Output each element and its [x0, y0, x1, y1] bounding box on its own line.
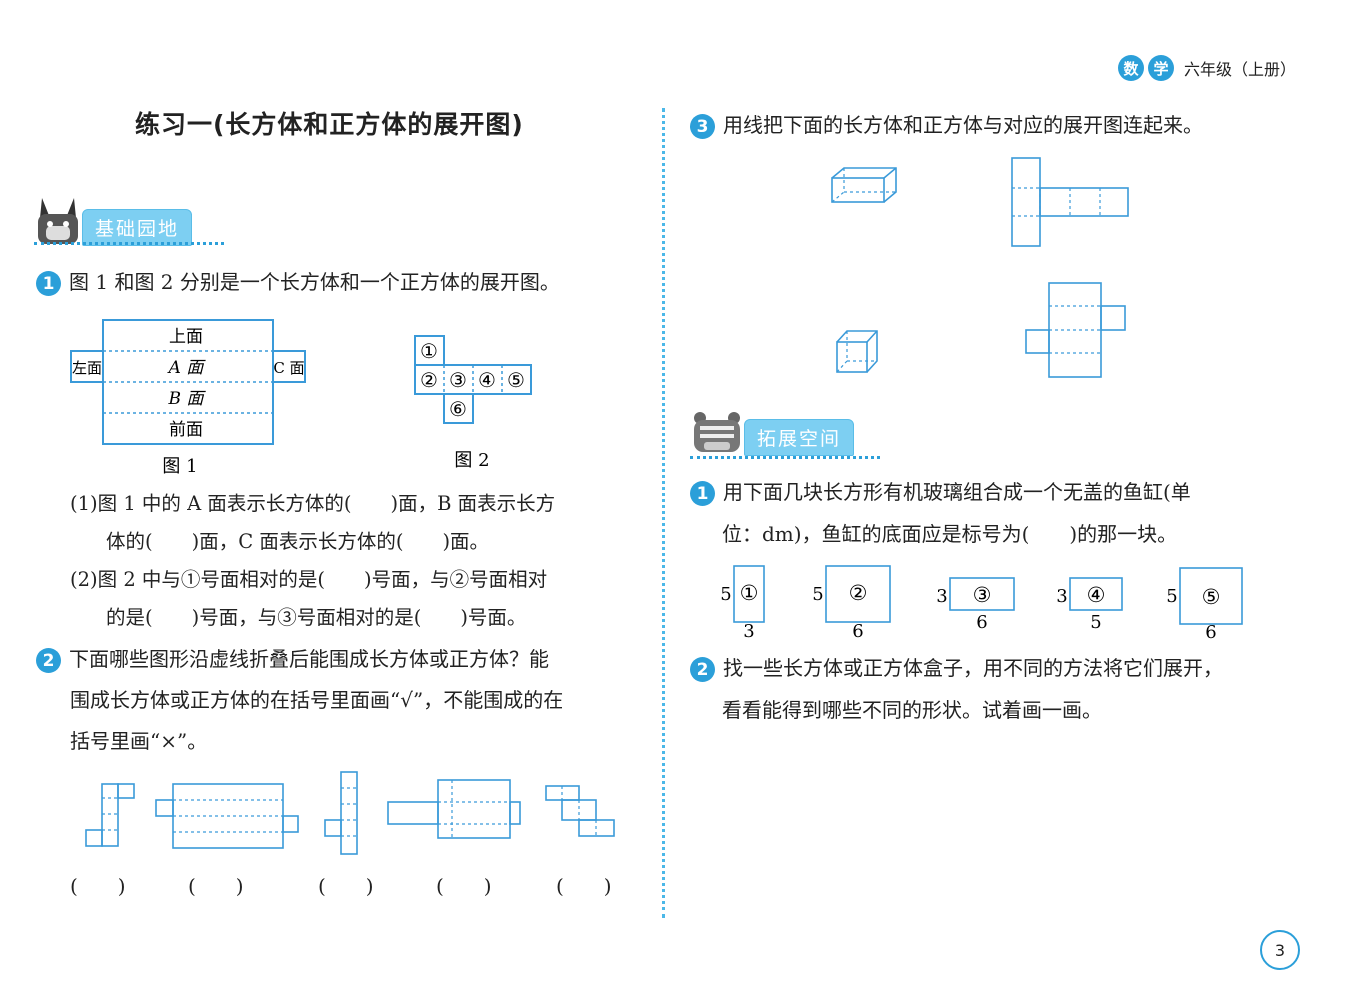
section-label-extend: 拓展空间 [744, 419, 855, 456]
face-c-label: C 面 [273, 359, 304, 377]
piece-3-height: 3 [936, 586, 947, 607]
extend-question-2: 2 找一些长方体或正方体盒子，用不同的方法将它们展开， [690, 648, 1223, 688]
piece-4-height: 3 [1056, 586, 1067, 607]
answer-paren-1[interactable]: ( ) [70, 874, 126, 898]
grade-label: 六年级（上册） [1183, 60, 1296, 79]
question-number: 2 [36, 648, 61, 673]
answer-paren-5[interactable]: ( ) [556, 874, 612, 898]
banner-dots [690, 456, 880, 459]
cube-face-2: ② [420, 368, 438, 392]
face-top-label: 上面 [169, 327, 203, 347]
piece-2-label: ② [849, 581, 868, 605]
piece-5-height: 5 [1166, 586, 1177, 607]
piece-3-label: ③ [973, 583, 992, 607]
question-2-line2: 围成长方体或正方体的在括号里面画“√”，不能围成的在 [70, 688, 564, 712]
cube-face-6: ⑥ [449, 397, 467, 421]
piece-1-height: 5 [720, 584, 731, 605]
section-banner-basic: 基础园地 [34, 196, 224, 246]
glass-pieces: ① 5 3 ② 5 6 ③ 3 6 ④ 3 5 ⑤ 5 6 [720, 565, 1243, 643]
page-title: 练习一(长方体和正方体的展开图) [135, 110, 524, 139]
column-divider [662, 108, 665, 918]
question-3: 3 用线把下面的长方体和正方体与对应的展开图连起来。 [690, 105, 1203, 145]
question-2: 2 下面哪些图形沿虚线折叠后能围成长方体或正方体？能 [36, 639, 549, 679]
extend-question-2-line2: 看看能得到哪些不同的形状。试着画一画。 [722, 698, 1102, 722]
figure-2-caption: 图 2 [454, 450, 489, 471]
question-number: 3 [690, 114, 715, 139]
question-2-line3: 括号里画“×”。 [70, 729, 208, 753]
face-b-label: B 面 [168, 389, 207, 409]
figure-2-cube-net: ① ② ③ ④ ⑤ ⑥ 图 2 [414, 335, 532, 471]
subject-char-2: 学 [1147, 55, 1174, 81]
section-label-basic: 基础园地 [82, 209, 193, 246]
banner-dots [34, 242, 224, 245]
figure-1-caption: 图 1 [162, 456, 197, 477]
question-number: 1 [36, 271, 61, 296]
piece-1-label: ① [740, 581, 759, 605]
face-left-label: 左面 [72, 359, 102, 377]
zebra-mascot-icon [694, 412, 740, 452]
rabbit-mascot-icon [38, 198, 78, 244]
extend-question-1: 1 用下面几块长方形有机玻璃组合成一个无盖的鱼缸(单 [690, 472, 1191, 512]
piece-2-height: 5 [812, 584, 823, 605]
page-number: 3 [1260, 930, 1300, 970]
piece-1-width: 3 [743, 621, 754, 642]
piece-5-label: ⑤ [1202, 585, 1221, 609]
piece-2-width: 6 [852, 621, 863, 642]
piece-4-width: 5 [1090, 612, 1101, 633]
answer-paren-2[interactable]: ( ) [188, 874, 244, 898]
q1-sub1-line2: 体的( )面，C 面表示长方体的( )面。 [106, 530, 490, 553]
question-1-text: 图 1 和图 2 分别是一个长方体和一个正方体的展开图。 [69, 270, 560, 294]
figure-1-cuboid-net: 上面 左面 A 面 C 面 B 面 前面 图 1 [70, 319, 306, 477]
cube-face-4: ④ [478, 368, 496, 392]
q3-figures [831, 157, 1129, 378]
extend-question-1-line2: 位：dm)，鱼缸的底面应是标号为( )的那一块。 [722, 522, 1178, 546]
q1-sub2-line2: 的是( )号面，与③号面相对的是( )号面。 [106, 606, 527, 629]
answer-paren-3[interactable]: ( ) [318, 874, 374, 898]
question-3-text: 用线把下面的长方体和正方体与对应的展开图连起来。 [723, 113, 1203, 137]
question-number: 2 [690, 657, 715, 682]
subject-char-1: 数 [1117, 55, 1144, 81]
extend-question-2-line1: 找一些长方体或正方体盒子，用不同的方法将它们展开， [723, 656, 1223, 680]
q1-sub1-line1: (1)图 1 中的 A 面表示长方体的( )面，B 面表示长方 [70, 492, 556, 515]
q2-nets-row [85, 771, 615, 855]
q1-sub2-line1: (2)图 2 中与①号面相对的是( )号面，与②号面相对 [70, 568, 548, 591]
cube-face-5: ⑤ [507, 368, 525, 392]
face-front-label: 前面 [169, 420, 203, 440]
header-subject-tag: 数 学 六年级（上册） [1117, 55, 1296, 81]
question-1: 1 图 1 和图 2 分别是一个长方体和一个正方体的展开图。 [36, 262, 560, 302]
question-number: 1 [690, 481, 715, 506]
piece-3-width: 6 [976, 612, 987, 633]
face-a-label: A 面 [167, 358, 207, 378]
piece-4-label: ④ [1087, 583, 1106, 607]
extend-question-1-line1: 用下面几块长方形有机玻璃组合成一个无盖的鱼缸(单 [723, 480, 1191, 504]
cube-face-3: ③ [449, 368, 467, 392]
cube-face-1: ① [420, 339, 438, 363]
section-banner-extend: 拓展空间 [690, 410, 880, 459]
piece-5-width: 6 [1205, 622, 1216, 643]
question-2-line1: 下面哪些图形沿虚线折叠后能围成长方体或正方体？能 [69, 647, 549, 671]
answer-paren-4[interactable]: ( ) [436, 874, 492, 898]
